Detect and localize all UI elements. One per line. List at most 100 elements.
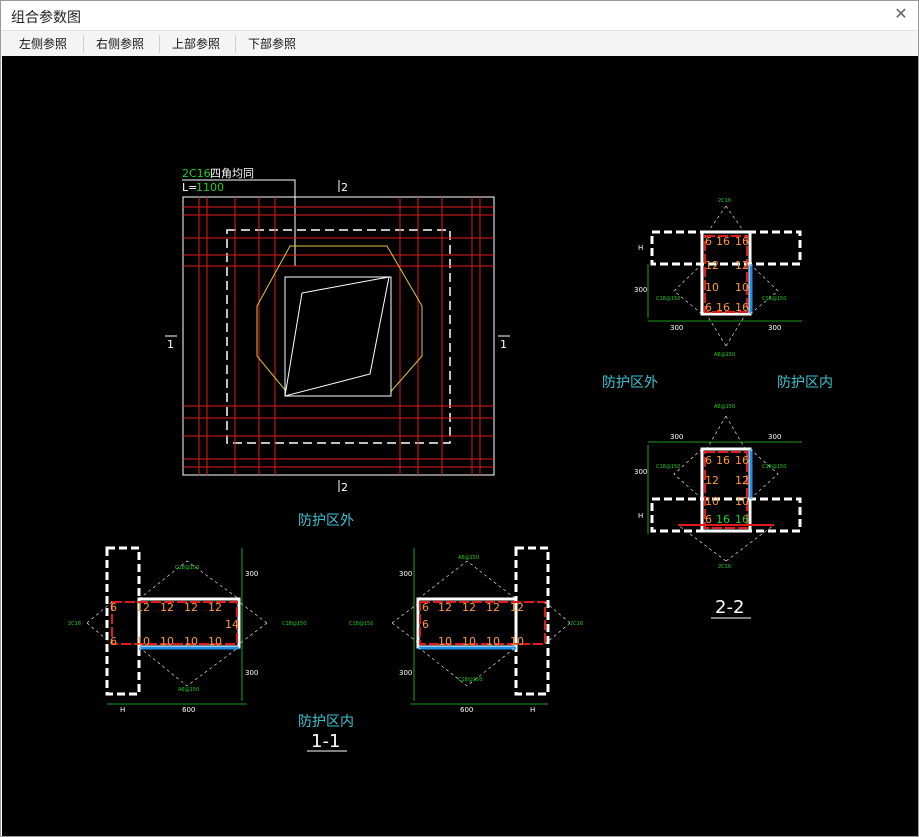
svg-text:6: 6 xyxy=(110,635,117,648)
plan-dashed-boundary xyxy=(226,229,451,444)
svg-text:C18@150: C18@150 xyxy=(282,621,306,627)
svg-text:16: 16 xyxy=(716,301,730,314)
length-prefix-label: L= xyxy=(182,181,197,194)
svg-text:C18@150: C18@150 xyxy=(762,464,786,470)
close-icon[interactable]: ✕ xyxy=(894,6,908,23)
svg-text:12: 12 xyxy=(208,601,222,614)
svg-text:12: 12 xyxy=(160,601,174,614)
section-mark-bottom: 2 xyxy=(341,481,348,494)
left-reference-button[interactable]: 左侧参照 xyxy=(19,37,68,51)
window-title: 组合参数图 xyxy=(11,10,81,26)
svg-text:300: 300 xyxy=(245,570,258,578)
rebar-cage xyxy=(704,235,748,313)
bottom-reference-button[interactable]: 下部参照 xyxy=(248,37,297,51)
svg-text:12: 12 xyxy=(735,259,749,272)
toolbar-divider xyxy=(235,35,236,53)
svg-text:300: 300 xyxy=(399,570,412,578)
section-2-2-top: 300 H 300 300 C18@150 C18@150 2C16 A6@15… xyxy=(634,198,802,358)
svg-text:12: 12 xyxy=(705,474,719,487)
plan-opening xyxy=(284,276,392,397)
svg-text:16: 16 xyxy=(716,235,730,248)
svg-text:C18@150: C18@150 xyxy=(762,296,786,302)
svg-text:6: 6 xyxy=(422,601,429,614)
section-2-2-zone-outside-label: 防护区外 xyxy=(602,375,658,391)
section-2-2-title: 2-2 xyxy=(715,597,744,618)
svg-text:H: H xyxy=(120,706,125,714)
svg-text:C18@150: C18@150 xyxy=(656,296,680,302)
svg-text:10: 10 xyxy=(462,635,476,648)
toolbar: 左侧参照 右侧参照 上部参照 下部参照 xyxy=(1,30,918,57)
rebar-cage xyxy=(419,601,546,645)
drawing-canvas[interactable]: 2C16 四角均同 L= 1100 xyxy=(2,56,918,836)
plan-view: 2C16 四角均同 L= 1100 xyxy=(165,167,510,529)
section-mark-left: 1 xyxy=(167,338,174,351)
column-outline xyxy=(105,546,141,696)
section-mark-top: 2 xyxy=(341,181,348,194)
dimension-lines xyxy=(107,548,247,705)
section-1-1-left: 300 300 600 H C18@150 A6@150 2C16 C18@15… xyxy=(68,546,306,714)
svg-text:12: 12 xyxy=(486,601,500,614)
section-2-2-bottom: 300 300 300 H A6@150 C18@150 C18@150 2C1… xyxy=(634,404,802,570)
top-reference-button[interactable]: 上部参照 xyxy=(172,37,221,51)
svg-text:300: 300 xyxy=(634,286,647,294)
svg-text:14: 14 xyxy=(225,618,239,631)
svg-text:6: 6 xyxy=(422,618,429,631)
svg-text:10: 10 xyxy=(705,495,719,508)
plan-zone-outside-label: 防护区外 xyxy=(298,513,354,529)
svg-text:12: 12 xyxy=(438,601,452,614)
plan-skew-line xyxy=(284,276,390,397)
rebar-cage xyxy=(704,451,748,529)
svg-text:6: 6 xyxy=(705,454,712,467)
section-2-2-zone-inside-label: 防护区内 xyxy=(777,375,833,391)
svg-text:12: 12 xyxy=(510,601,524,614)
svg-text:12: 12 xyxy=(735,474,749,487)
svg-text:2C16: 2C16 xyxy=(718,564,731,570)
svg-text:10: 10 xyxy=(510,635,524,648)
svg-text:300: 300 xyxy=(670,433,683,441)
svg-text:C18@150: C18@150 xyxy=(458,677,482,683)
plan-rebar-grid xyxy=(183,197,494,475)
length-value-label: 1100 xyxy=(196,181,224,194)
svg-text:10: 10 xyxy=(486,635,500,648)
plan-outline xyxy=(182,196,495,476)
cad-drawing: 2C16 四角均同 L= 1100 xyxy=(68,167,833,752)
section-1-1-title: 1-1 xyxy=(311,731,340,752)
svg-text:10: 10 xyxy=(735,495,749,508)
rebar-note-label: 四角均同 xyxy=(210,167,254,180)
svg-text:300: 300 xyxy=(399,669,412,677)
svg-text:10: 10 xyxy=(735,281,749,294)
section-mark-right: 1 xyxy=(500,338,507,351)
svg-text:300: 300 xyxy=(768,324,781,332)
svg-text:16: 16 xyxy=(735,235,749,248)
section-1-1-right: 300 300 600 H A6@150 C18@150 C18@150 2C1… xyxy=(349,546,583,714)
svg-text:12: 12 xyxy=(705,259,719,272)
svg-text:A6@150: A6@150 xyxy=(714,352,735,358)
svg-text:12: 12 xyxy=(462,601,476,614)
column-outline xyxy=(514,546,550,696)
leader-line xyxy=(182,179,296,266)
svg-text:10: 10 xyxy=(136,635,150,648)
section-1-1-zone-inside-label: 防护区内 xyxy=(298,714,354,730)
right-reference-button[interactable]: 右侧参照 xyxy=(96,37,145,51)
svg-text:16: 16 xyxy=(735,454,749,467)
svg-text:6: 6 xyxy=(110,601,117,614)
svg-text:12: 12 xyxy=(184,601,198,614)
svg-text:A6@150: A6@150 xyxy=(178,687,199,693)
svg-text:12: 12 xyxy=(136,601,150,614)
svg-text:6: 6 xyxy=(705,235,712,248)
svg-text:C18@150: C18@150 xyxy=(175,565,199,571)
svg-text:300: 300 xyxy=(634,468,647,476)
svg-text:300: 300 xyxy=(670,324,683,332)
svg-text:16: 16 xyxy=(735,301,749,314)
svg-text:16: 16 xyxy=(716,513,730,526)
svg-text:16: 16 xyxy=(735,513,749,526)
svg-text:H: H xyxy=(638,512,643,520)
svg-text:6: 6 xyxy=(705,301,712,314)
svg-text:10: 10 xyxy=(184,635,198,648)
svg-text:2C16: 2C16 xyxy=(68,621,81,627)
rebar-cage xyxy=(111,601,238,645)
svg-text:16: 16 xyxy=(716,454,730,467)
toolbar-divider xyxy=(83,35,84,53)
svg-text:2C16: 2C16 xyxy=(718,198,731,204)
